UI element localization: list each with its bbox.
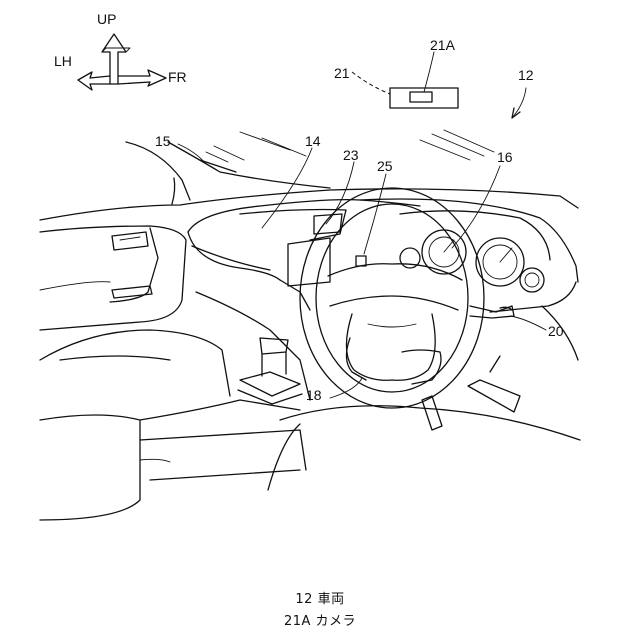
label-12: 12 (518, 67, 534, 83)
label-21a: 21A (430, 37, 456, 53)
label-18: 18 (306, 387, 322, 403)
accelerator-pedal (468, 380, 520, 412)
camera-lens (410, 92, 432, 102)
direction-lh-label: LH (54, 53, 72, 69)
leader-14 (262, 148, 312, 228)
dashboard (188, 199, 578, 312)
center-console-panel (288, 238, 330, 286)
label-21: 21 (334, 65, 350, 81)
camera-unit: 21 21A (334, 37, 458, 108)
leader-20 (510, 316, 546, 330)
label-16: 16 (497, 149, 513, 165)
reference-numerals: 15 14 23 25 16 18 20 (155, 133, 564, 403)
steering-wheel (300, 188, 484, 408)
camera-25-mark (356, 256, 366, 266)
gear-shifter-knob (260, 338, 288, 354)
vehicle-reference: 12 (512, 67, 534, 118)
label-20: 20 (548, 323, 564, 339)
legend-camera: 21A カメラ (0, 610, 640, 629)
label-25: 25 (377, 158, 393, 174)
gauge-right (520, 268, 544, 292)
seat (40, 330, 230, 520)
label-15: 15 (155, 133, 171, 149)
leader-lines (178, 144, 546, 398)
leader-25 (364, 174, 386, 254)
label-23: 23 (343, 147, 359, 163)
direction-up-label: UP (97, 11, 116, 27)
legend-vehicle: 12 車両 (0, 588, 640, 607)
direction-indicator: UP LH FR (54, 11, 187, 90)
center-console (140, 292, 310, 480)
display-23 (314, 214, 342, 234)
label-14: 14 (305, 133, 321, 149)
direction-fr-label: FR (168, 69, 187, 85)
door-panel (40, 226, 186, 330)
door-handle (112, 232, 148, 250)
